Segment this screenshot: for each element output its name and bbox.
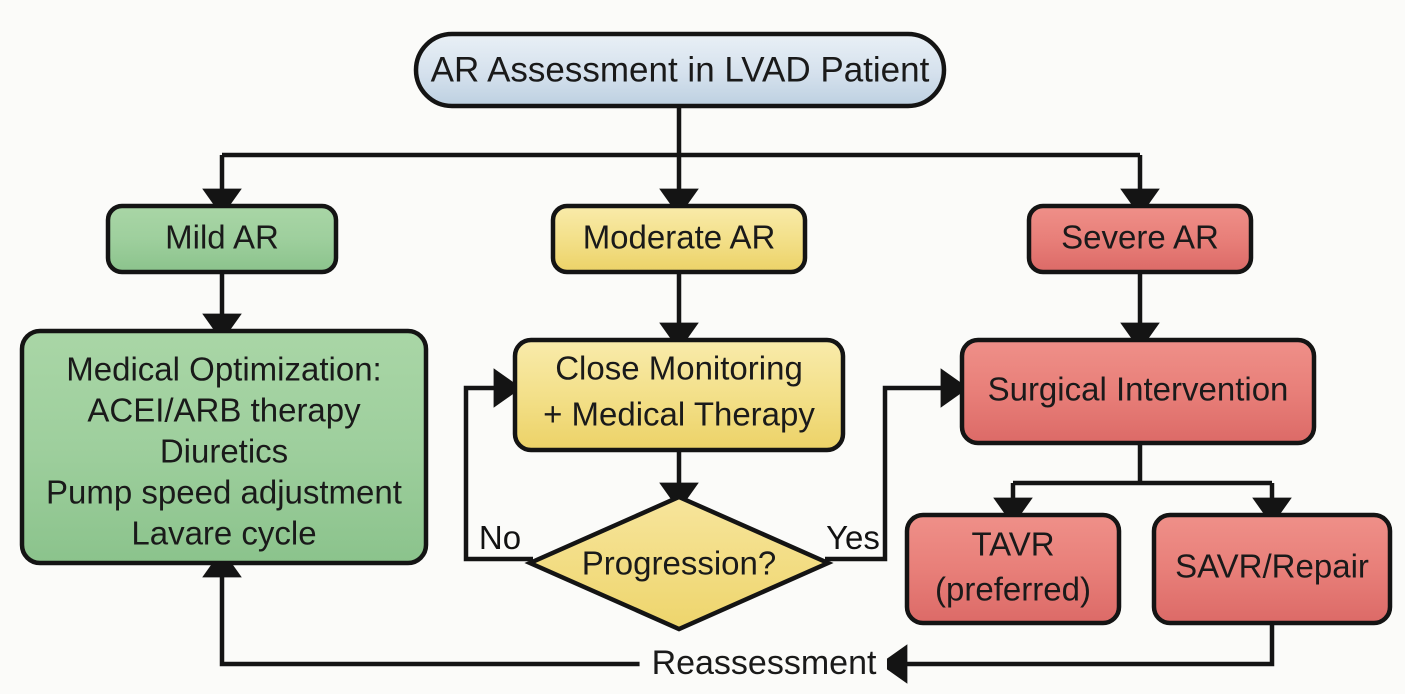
node-medical-line-1: Medical Optimization: bbox=[66, 351, 381, 388]
node-surgical-intervention-shape bbox=[959, 337, 1317, 446]
node-monitoring-line-1: Close Monitoring bbox=[555, 350, 803, 387]
node-progression-label: Progression? bbox=[582, 545, 776, 582]
node-root[interactable]: AR Assessment in LVAD Patient bbox=[413, 31, 947, 109]
node-tavr-shape bbox=[904, 512, 1122, 626]
node-close-monitoring[interactable]: Close Monitoring + Medical Therapy bbox=[512, 337, 846, 453]
node-reassessment: Reassessment bbox=[641, 639, 887, 686]
node-root-shape bbox=[413, 31, 947, 109]
edge-no-loop bbox=[463, 368, 533, 562]
node-reassessment-backdrop bbox=[641, 639, 887, 686]
edge-reassessment-to-medical bbox=[202, 549, 640, 667]
node-medical-line-5: Lavare cycle bbox=[131, 515, 316, 552]
node-moderate-ar-label: Moderate AR bbox=[583, 219, 776, 256]
node-progression-shape bbox=[524, 494, 834, 632]
node-medical-optimization-shape bbox=[19, 328, 429, 566]
node-severe-ar-label: Severe AR bbox=[1061, 219, 1219, 256]
node-savr-repair[interactable]: SAVR/Repair bbox=[1151, 512, 1393, 626]
edge-savr-to-reassessment bbox=[879, 623, 1275, 684]
node-severe-ar[interactable]: Severe AR bbox=[1026, 203, 1254, 275]
node-mild-ar-label: Mild AR bbox=[165, 219, 279, 256]
node-mild-ar[interactable]: Mild AR bbox=[105, 203, 339, 275]
node-mild-ar-shape bbox=[105, 203, 339, 275]
node-medical-line-2: ACEI/ARB therapy bbox=[87, 392, 361, 429]
node-reassessment-label: Reassessment bbox=[652, 644, 877, 682]
node-close-monitoring-shape bbox=[512, 337, 846, 453]
node-tavr-line-1: TAVR bbox=[971, 526, 1054, 563]
edge-label-yes: Yes bbox=[826, 519, 880, 556]
edge-yes-to-surgical bbox=[825, 368, 969, 562]
node-savr-repair-label: SAVR/Repair bbox=[1175, 548, 1369, 585]
node-severe-ar-shape bbox=[1026, 203, 1254, 275]
node-tavr[interactable]: TAVR (preferred) bbox=[904, 512, 1122, 626]
node-surgical-intervention[interactable]: Surgical Intervention bbox=[959, 337, 1317, 446]
node-moderate-ar[interactable]: Moderate AR bbox=[550, 203, 808, 275]
node-moderate-ar-shape bbox=[550, 203, 808, 275]
edge-label-no: No bbox=[479, 519, 521, 556]
node-medical-line-3: Diuretics bbox=[160, 433, 288, 470]
node-root-label: AR Assessment in LVAD Patient bbox=[431, 50, 930, 89]
node-medical-optimization[interactable]: Medical Optimization: ACEI/ARB therapy D… bbox=[19, 328, 429, 566]
node-monitoring-line-2: + Medical Therapy bbox=[543, 396, 815, 433]
node-surgical-intervention-label: Surgical Intervention bbox=[988, 371, 1289, 408]
node-medical-line-4: Pump speed adjustment bbox=[46, 474, 402, 511]
node-tavr-line-2: (preferred) bbox=[935, 571, 1091, 608]
node-progression-decision[interactable]: Progression? bbox=[524, 494, 834, 632]
node-savr-repair-shape bbox=[1151, 512, 1393, 626]
connector-layer bbox=[202, 106, 1292, 684]
